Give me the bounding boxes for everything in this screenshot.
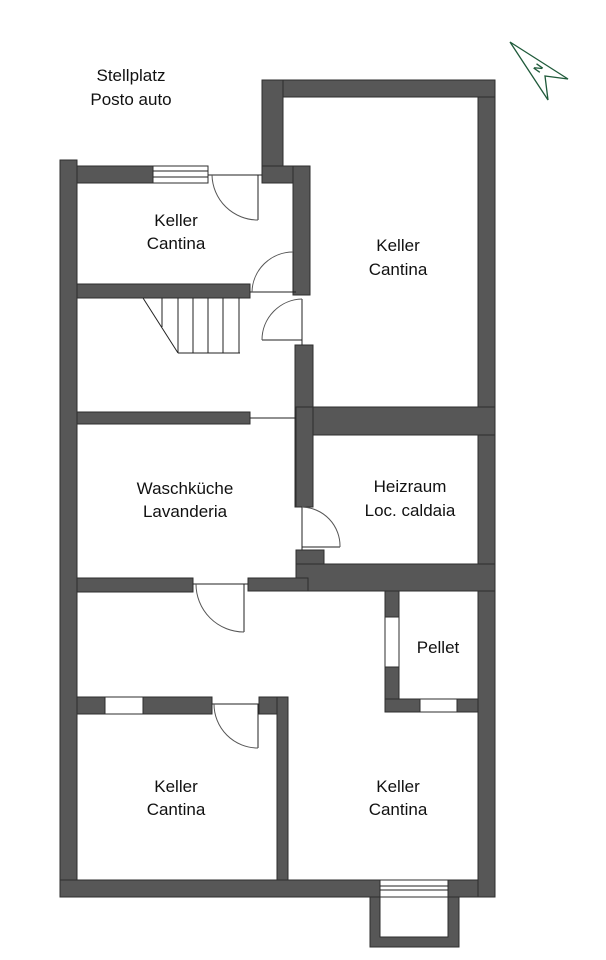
room-label: Cantina — [369, 260, 428, 279]
labels: Stellplatz Posto auto Keller Cantina Kel… — [90, 66, 459, 819]
compass: N — [509, 41, 569, 101]
room-label: Heizraum — [374, 477, 447, 496]
room-label: Waschküche — [137, 479, 234, 498]
room-label: Keller — [376, 777, 420, 796]
walls — [59, 79, 496, 948]
room-label: Cantina — [147, 234, 206, 253]
outside-label-line1: Stellplatz — [97, 66, 166, 85]
doors — [193, 174, 341, 749]
room-label: Keller — [376, 236, 420, 255]
room-label: Cantina — [369, 800, 428, 819]
outside-label-line2: Posto auto — [90, 90, 171, 109]
room-label: Keller — [154, 211, 198, 230]
room-label: Keller — [154, 777, 198, 796]
room-label: Cantina — [147, 800, 206, 819]
room-label: Loc. caldaia — [365, 501, 456, 520]
room-label: Pellet — [417, 638, 460, 657]
room-label: Lavanderia — [143, 502, 228, 521]
north-arrow-icon — [509, 41, 569, 101]
stairs — [142, 297, 240, 354]
